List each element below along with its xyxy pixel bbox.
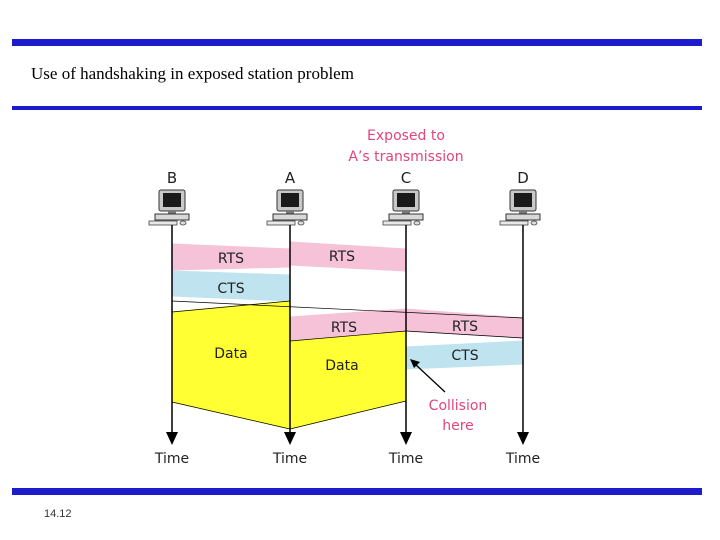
data-frame-a-c <box>289 330 407 430</box>
station-label-d: D <box>517 169 529 187</box>
data-label-a-c: Data <box>325 358 358 374</box>
time-label-b: Time <box>154 451 189 467</box>
time-label-c: Time <box>388 451 423 467</box>
time-arrow-c <box>400 432 412 445</box>
collision-arrowhead <box>410 359 420 368</box>
rts-label-b-a: RTS <box>218 251 244 267</box>
station-label-a: A <box>285 169 296 187</box>
collision-label-line-1: Collision <box>429 398 488 414</box>
title-underline <box>12 106 702 110</box>
top-rule <box>12 39 702 46</box>
cts-label-d-c: CTS <box>451 348 478 364</box>
time-label-d: Time <box>505 451 540 467</box>
rts-label-a-c-2: RTS <box>331 320 357 336</box>
rts-label-a-c: RTS <box>329 249 355 265</box>
collision-label-line-2: here <box>442 418 474 434</box>
time-arrow-d <box>517 432 529 445</box>
computer-icon-a <box>266 189 308 226</box>
data-frame-b-a <box>171 300 291 430</box>
slide-number: 14.12 <box>44 508 72 520</box>
station-label-b: B <box>167 169 177 187</box>
data-label-b-a: Data <box>214 346 247 362</box>
computer-icon-c <box>382 189 424 226</box>
rts-label-c-d: RTS <box>452 319 478 335</box>
exposed-note-line-2: A’s transmission <box>348 149 463 165</box>
time-arrow-b <box>166 432 178 445</box>
bottom-rule <box>12 488 702 495</box>
time-label-a: Time <box>272 451 307 467</box>
computer-icon-d <box>499 189 541 226</box>
collision-arrow-line <box>414 363 446 393</box>
computer-icon-b <box>148 189 190 226</box>
time-arrow-a <box>284 432 296 445</box>
exposed-note-line-1: Exposed to <box>367 128 445 144</box>
station-label-c: C <box>401 169 411 187</box>
slide-title: Use of handshaking in exposed station pr… <box>31 64 354 83</box>
cts-label-a-b: CTS <box>217 281 244 297</box>
